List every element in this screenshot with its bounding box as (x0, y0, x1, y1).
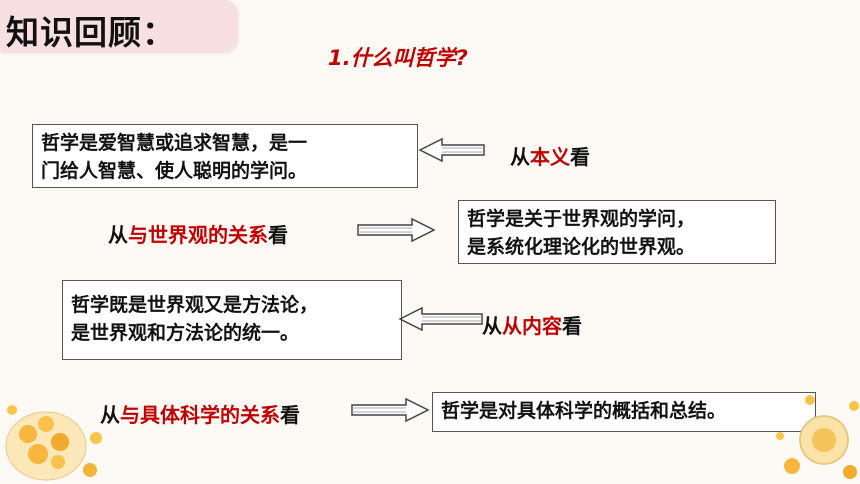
definition-box-4: 哲学是对具体科学的概括和总结。 (432, 392, 816, 432)
perspective-label-1: 从本义看 (510, 141, 590, 170)
definition-line: 哲学既是世界观又是方法论， (71, 294, 319, 316)
label-highlight: 与世界观的关系 (128, 223, 268, 247)
arrow-right-icon (351, 397, 430, 423)
definition-box-2: 哲学是关于世界观的学问， 是系统化理论化的世界观。 (458, 200, 776, 264)
definition-box-3: 哲学既是世界观又是方法论， 是世界观和方法论的统一。 (62, 280, 402, 360)
definition-line: 门给人智慧、使人聪明的学问。 (41, 160, 308, 182)
title-tab: 知识回顾： (0, 0, 238, 52)
label-suffix: 看 (280, 403, 300, 427)
definition-line: 哲学是爱智慧或追求智慧，是一 (41, 132, 308, 154)
label-highlight: 从内容 (502, 314, 562, 338)
label-highlight: 本义 (530, 145, 570, 169)
arrow-left-icon (418, 137, 485, 163)
label-suffix: 看 (570, 145, 590, 169)
tea-set-illustration (776, 395, 859, 479)
page-title: 知识回顾： (6, 13, 176, 52)
label-suffix: 看 (562, 314, 582, 338)
arrow-left-icon (398, 306, 483, 332)
label-prefix: 从 (108, 223, 128, 247)
label-suffix: 看 (268, 223, 288, 247)
fruit-plate-illustration (5, 405, 102, 481)
label-prefix: 从 (510, 145, 530, 169)
perspective-label-4: 从与具体科学的关系看 (100, 399, 300, 428)
perspective-label-2: 从与世界观的关系看 (108, 219, 288, 248)
definition-line: 是系统化理论化的世界观。 (467, 236, 696, 258)
label-prefix: 从 (482, 314, 502, 338)
question-heading: 1.什么叫哲学? (328, 46, 468, 70)
definition-line: 哲学是关于世界观的学问， (467, 208, 696, 230)
label-highlight: 与具体科学的关系 (120, 403, 280, 427)
perspective-label-3: 从从内容看 (482, 310, 582, 339)
arrow-right-icon (357, 217, 436, 243)
definition-line: 是世界观和方法论的统一。 (71, 322, 300, 344)
definition-box-1: 哲学是爱智慧或追求智慧，是一 门给人智慧、使人聪明的学问。 (32, 124, 418, 188)
definition-line: 哲学是对具体科学的概括和总结。 (441, 400, 727, 422)
label-prefix: 从 (100, 403, 120, 427)
